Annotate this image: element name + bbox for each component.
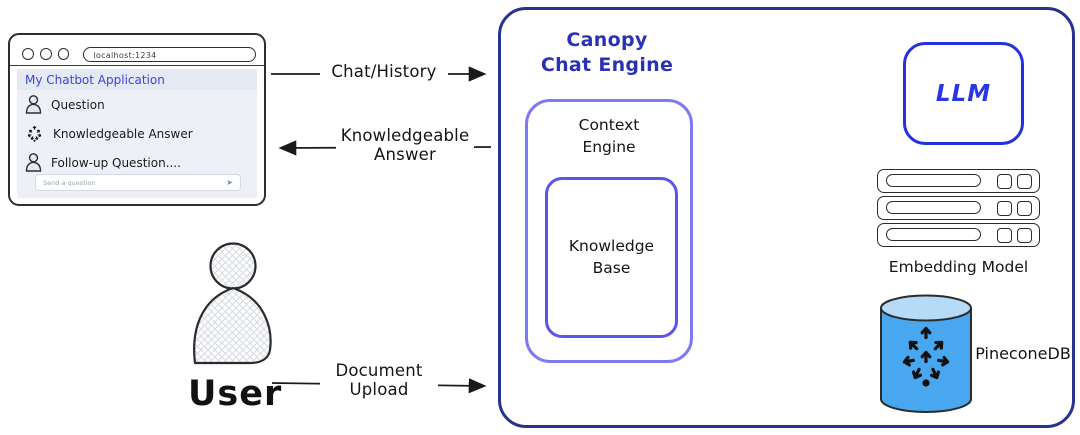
user-figure-icon (193, 242, 272, 365)
send-icon[interactable]: ➤ (226, 178, 233, 187)
chat-message-text: Question (51, 97, 105, 112)
url-bar[interactable]: localhost:1234 (83, 46, 256, 62)
browser-titlebar: localhost:1234 (22, 45, 256, 63)
user-label: User (188, 374, 283, 414)
chat-message-text: Knowledgeable Answer (53, 126, 193, 141)
traffic-light-icon[interactable] (57, 48, 70, 60)
pinecone-db-label: PineconeDB (975, 344, 1071, 363)
chat-app-title: My Chatbot Application (17, 69, 257, 90)
knowledge-base-box: Knowledge Base (545, 177, 678, 338)
server-row (877, 169, 1040, 193)
server-rack-icon (877, 169, 1040, 250)
chat-message-text: Follow-up Question.... (51, 155, 181, 170)
chat-history-label: Chat/History (320, 62, 448, 82)
chat-input[interactable]: Send a question ➤ (35, 174, 241, 191)
circular-arrows-icon (27, 125, 42, 142)
person-icon (25, 153, 42, 172)
person-icon (25, 95, 42, 114)
server-row (877, 223, 1040, 247)
context-engine-label: Context Engine (578, 116, 640, 156)
traffic-light-icon[interactable] (22, 48, 34, 60)
embedding-model-label: Embedding Model (888, 258, 1029, 276)
canopy-title: Canopy Chat Engine (540, 29, 674, 76)
chat-message-row: Follow-up Question.... (17, 148, 257, 177)
chat-message-row: Knowledgeable Answer (17, 119, 257, 148)
database-cylinder-icon (880, 294, 972, 413)
context-engine-box: Context Engine Knowledge Base (525, 99, 693, 363)
llm-box: LLM (903, 42, 1024, 145)
chat-panel: My Chatbot Application Question (17, 69, 257, 198)
server-row (877, 196, 1040, 220)
chat-input-placeholder: Send a question (43, 178, 96, 187)
browser-window: localhost:1234 My Chatbot Application Qu… (8, 33, 266, 206)
divider (10, 65, 264, 66)
knowledgeable-answer-label: Knowledgeable Answer (336, 126, 474, 165)
knowledge-base-label: Knowledge Base (568, 236, 655, 277)
pinecone-logo-icon (902, 326, 950, 387)
traffic-light-icon[interactable] (39, 48, 52, 60)
document-upload-label: Document Upload (320, 361, 438, 400)
llm-label: LLM (935, 80, 992, 107)
chat-message-row: Question (17, 90, 257, 119)
